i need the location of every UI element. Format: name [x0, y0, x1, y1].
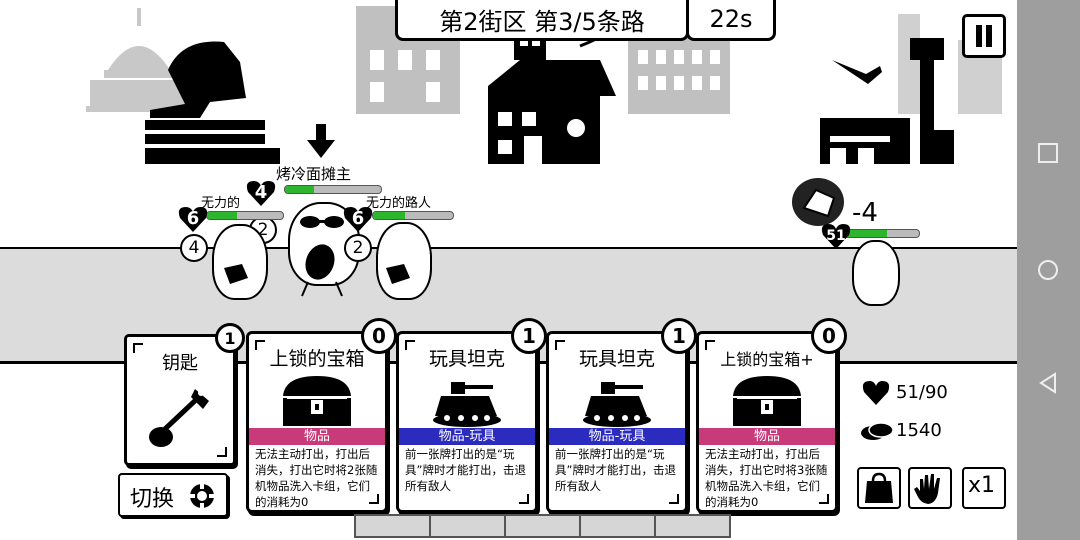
card-cost: 1 — [661, 318, 697, 354]
card-cost-value: 1 — [672, 324, 686, 348]
enemy-1-hp-value: 6 — [186, 208, 200, 229]
hand-icon — [914, 474, 940, 504]
player-hp-total: 51/90 — [896, 382, 948, 403]
enemy-2-item — [386, 264, 410, 284]
bag-icon — [865, 472, 893, 503]
card-desc: 无法主动打出，打出后消失，打出它时将3张随机物品洗入卡组，它们的消耗为0 — [705, 447, 828, 509]
hand-card-3[interactable]: 玩具坦克 1 物品-玩具 前一张牌打出的是“玩具”牌时才能打出，击退所有敌人 — [546, 318, 697, 513]
player-sprite — [852, 240, 900, 306]
boss-heart: 4 — [246, 179, 276, 207]
speed-button[interactable]: x1 — [962, 467, 1006, 509]
card-cost: 0 — [361, 318, 397, 354]
enemy-1-hp-bar — [206, 211, 284, 220]
chest-icon — [283, 376, 351, 426]
boss-name: 烤冷面摊主 — [276, 165, 352, 183]
card-desc: 前一张牌打出的是“玩具”牌时才能打出，击退所有敌人 — [555, 447, 676, 493]
sphinx-silhouette — [145, 41, 280, 164]
attack-rock-icon — [792, 178, 844, 226]
damage-popup: -4 — [852, 198, 878, 228]
enemy-1-block-value: 4 — [188, 238, 200, 258]
deck-slot-2 — [429, 514, 506, 538]
hand-button[interactable] — [908, 467, 952, 509]
card-cost-value: 0 — [372, 324, 386, 348]
card-desc: 前一张牌打出的是“玩具”牌时才能打出，击退所有敌人 — [405, 447, 526, 493]
key-icon — [149, 389, 209, 447]
tank-icon — [583, 382, 651, 427]
player-hp-fill — [845, 230, 888, 237]
card-type: 物品-玩具 — [399, 428, 535, 445]
enemy-2-heart: 6 — [343, 205, 373, 233]
hand-card-1[interactable]: 上锁的宝箱 0 物品 无法主动打出，打出后消失，打出它时将2张随机物品洗入卡组，… — [246, 318, 397, 513]
enemy-2-block-value: 2 — [352, 238, 364, 258]
pause-icon — [976, 25, 992, 47]
key-card-label: 钥匙 — [162, 353, 198, 374]
coin-count: 1540 — [896, 420, 942, 441]
card-desc: 无法主动打出，打出后消失，打出它时将2张随机物品洗入卡组，它们的消耗为0 — [255, 447, 378, 509]
enemy-1-name: 无力的 — [201, 196, 241, 211]
triangle-back-icon[interactable] — [1037, 372, 1059, 394]
card-type: 物品 — [699, 428, 835, 445]
key-card-count-value: 1 — [224, 328, 236, 348]
pause-button[interactable] — [962, 14, 1006, 58]
bag-button[interactable] — [857, 467, 901, 509]
hand-card-4[interactable]: 上锁的宝箱+ 0 物品 无法主动打出，打出后消失，打出它时将3张随机物品洗入卡组… — [696, 318, 847, 513]
key-card-count: 1 — [215, 323, 245, 353]
chest-icon — [733, 376, 801, 426]
card-title: 上锁的宝箱 — [269, 348, 365, 370]
key-card[interactable]: 钥匙 1 — [124, 323, 245, 466]
player-hp-bar — [844, 229, 920, 238]
enemy-1-item — [224, 264, 248, 284]
background-landmarks — [86, 6, 1002, 164]
player-hp-value: 51 — [826, 228, 846, 244]
enemy-2-hp-value: 6 — [351, 208, 365, 229]
hand-card-2[interactable]: 玩具坦克 1 物品-玩具 前一张牌打出的是“玩具”牌时才能打出，击退所有敌人 — [396, 318, 547, 513]
enemy-1-heart: 6 — [178, 205, 208, 233]
card-cost: 1 — [511, 318, 547, 354]
card-cost: 0 — [811, 318, 847, 354]
card-type: 物品-玩具 — [549, 428, 685, 445]
system-nav-bar — [1017, 0, 1080, 540]
tank-icon — [433, 382, 501, 427]
circle-icon[interactable] — [1037, 259, 1059, 281]
timer-box: 22s — [686, 0, 776, 41]
card-type: 物品 — [249, 428, 385, 445]
enemy-2-hp-bar — [372, 211, 454, 220]
deck-slot-4 — [579, 514, 656, 538]
timer-label: 22s — [709, 5, 753, 33]
deck-slot-5 — [654, 514, 731, 538]
deck-slot-3 — [504, 514, 581, 538]
district-label: 第2街区 第3/5条路 — [439, 7, 645, 36]
card-cost-value: 1 — [522, 324, 536, 348]
switch-button[interactable]: 切换 — [118, 473, 228, 517]
enemy-2-block: 2 — [344, 234, 372, 262]
card-title: 玩具坦克 — [578, 348, 655, 370]
arrow-down-icon — [307, 124, 335, 158]
enemy-1-hp-fill — [207, 212, 238, 219]
airport-silhouette — [820, 38, 954, 164]
coin-icon — [861, 422, 894, 440]
boss-hp-bar — [284, 185, 382, 194]
enemy-2-name: 无力的路人 — [366, 196, 432, 211]
deck-slot-1 — [354, 514, 431, 538]
square-icon[interactable] — [1037, 142, 1059, 164]
capitol-silhouette — [86, 8, 192, 112]
card-title: 上锁的宝箱+ — [720, 350, 814, 369]
card-title: 玩具坦克 — [428, 348, 505, 370]
enemy-1-block: 4 — [180, 234, 208, 262]
card-cost-value: 0 — [822, 324, 836, 348]
lifebuoy-icon — [190, 484, 214, 508]
boss-block-value: 2 — [257, 220, 269, 240]
player-heart: 51 — [821, 222, 851, 250]
boss-hp-value: 4 — [254, 182, 268, 203]
boss-hp-fill — [285, 186, 314, 193]
enemy-2-sprite[interactable] — [376, 222, 432, 300]
district-banner: 第2街区 第3/5条路 — [395, 0, 689, 41]
heart-icon — [862, 381, 890, 405]
boss-face — [300, 216, 344, 297]
speed-label: x1 — [968, 473, 996, 498]
switch-label: 切换 — [130, 487, 175, 512]
enemy-1-sprite[interactable] — [212, 224, 268, 300]
enemy-2-hp-fill — [373, 212, 405, 219]
